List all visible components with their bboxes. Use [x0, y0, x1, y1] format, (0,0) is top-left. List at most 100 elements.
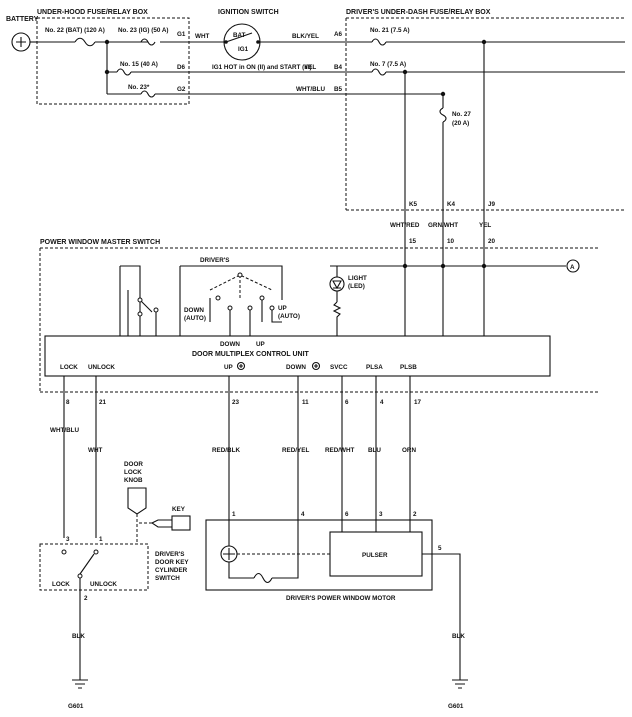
cyl-name-4: SWITCH — [155, 575, 180, 582]
term-up: UP — [224, 364, 233, 371]
term-lock: LOCK — [60, 364, 78, 371]
cylinder-switch-outline — [39, 543, 149, 591]
pin-21: 21 — [99, 399, 107, 406]
ign-ig1-label: IG1 — [238, 46, 249, 53]
fuse-21-icon — [371, 38, 387, 46]
motor-pin-5: 5 — [438, 545, 442, 552]
light-label: LIGHT — [348, 275, 367, 282]
underhood-box-outline — [36, 17, 190, 105]
fuse-7-icon — [371, 68, 387, 76]
ignition-switch-symbol — [223, 23, 261, 61]
cyl-lock-label: LOCK — [52, 581, 70, 588]
dmcu-up-label: UP — [256, 341, 265, 348]
motor-pin-3: 3 — [379, 511, 383, 518]
pin-j9: J9 — [488, 201, 496, 208]
master-switch-label: POWER WINDOW MASTER SWITCH — [40, 239, 160, 246]
pin-k4: K4 — [447, 201, 456, 208]
ground-icon — [72, 679, 88, 689]
wire-blk-yel-label: BLK/YEL — [292, 33, 319, 40]
pin-15: 15 — [409, 238, 417, 245]
ground-icon-2 — [452, 679, 468, 689]
battery-label: BATTERY — [6, 16, 39, 23]
pin-4: 4 — [380, 399, 384, 406]
circuit-breaker-icon — [253, 572, 273, 584]
pin-6: 6 — [345, 399, 349, 406]
lower-wiring: 8 21 23 11 6 4 17 WHT/BLU WHT RED/BLK RE… — [50, 376, 422, 538]
wire-blu-label: BLU — [368, 447, 381, 454]
cyl-pin-1: 1 — [99, 536, 103, 543]
dmcu-label: DOOR MULTIPLEX CONTROL UNIT — [192, 351, 310, 358]
motor-pin-4: 4 — [301, 511, 305, 518]
pin-10: 10 — [447, 238, 455, 245]
master-switch-outline — [39, 247, 598, 393]
connector-a-label: A — [570, 264, 575, 271]
light-led-label: (LED) — [348, 283, 365, 290]
up-auto-sub: (AUTO) — [278, 313, 300, 320]
down-auto-sub: (AUTO) — [184, 315, 206, 322]
key-icon — [171, 515, 191, 531]
wire-wht-red-label: WHT/RED — [390, 222, 420, 229]
fuse-22-icon — [74, 37, 96, 47]
underdash-box-outline — [345, 17, 625, 211]
door-lock-knob: DOOR LOCK KNOB KEY — [124, 461, 191, 544]
fuse-7-label: No. 7 (7.5 A) — [370, 61, 406, 68]
knob-label-3: KNOB — [124, 477, 143, 484]
fuse-23-label: No. 23 (IG) (50 A) — [118, 27, 169, 34]
knob-label-1: DOOR — [124, 461, 143, 468]
wire-wht-blu-2-label: WHT/BLU — [50, 427, 79, 434]
fuse-15-label: No. 15 (40 A) — [120, 61, 158, 68]
wire-grn-wht-label: GRN/WHT — [428, 222, 458, 229]
up-auto-label: UP — [278, 305, 287, 312]
term-plsb: PLSB — [400, 364, 417, 371]
pin-20: 20 — [488, 238, 496, 245]
wire-wht-label: WHT — [195, 33, 209, 40]
underhood-box-label: UNDER-HOOD FUSE/RELAY BOX — [37, 9, 148, 16]
term-unlock: UNLOCK — [88, 364, 115, 371]
pin-8: 8 — [66, 399, 70, 406]
pin-g1: G1 — [177, 31, 186, 38]
cyl-name-1: DRIVER'S — [155, 551, 185, 558]
pulser-label: PULSER — [362, 552, 388, 559]
cyl-pin-3: 3 — [66, 536, 70, 543]
ign-bat-label: BAT — [233, 32, 246, 39]
fuse-23-star-icon — [140, 90, 156, 98]
wire-blk-2-label: BLK — [452, 633, 465, 640]
ground-g601-a: G601 — [68, 703, 84, 710]
motor-pin-2: 2 — [413, 511, 417, 518]
wire-wht-blu-label: WHT/BLU — [296, 86, 325, 93]
underhood-fuse-box: UNDER-HOOD FUSE/RELAY BOX No. 22 (BAT) (… — [36, 9, 190, 105]
pin-11: 11 — [302, 399, 309, 406]
term-down: DOWN — [286, 364, 306, 371]
cyl-name-2: DOOR KEY — [155, 559, 189, 566]
master-switch: POWER WINDOW MASTER SWITCH A DRIVER'S DO… — [39, 239, 598, 393]
underdash-fuse-box: DRIVER'S UNDER-DASH FUSE/RELAY BOX A6 B4… — [334, 9, 625, 262]
cyl-name-3: CYLINDER — [155, 567, 188, 574]
wire-wht-2-label: WHT — [88, 447, 102, 454]
pin-a6: A6 — [334, 31, 343, 38]
wire-red-wht-label: RED/WHT — [325, 447, 355, 454]
pin-d6: D6 — [177, 64, 186, 71]
pin-b5: B5 — [334, 86, 343, 93]
term-plsa: PLSA — [366, 364, 383, 371]
fuse-21-label: No. 21 (7.5 A) — [370, 27, 410, 34]
fuse-15-icon — [116, 68, 132, 76]
key-label: KEY — [172, 506, 186, 513]
knob-label-2: LOCK — [124, 469, 142, 476]
underdash-box-label: DRIVER'S UNDER-DASH FUSE/RELAY BOX — [346, 9, 491, 16]
fuse-22-label: No. 22 (BAT) (120 A) — [45, 27, 105, 34]
ignition-switch-label: IGNITION SWITCH — [218, 9, 279, 16]
ignition-switch: IGNITION SWITCH BAT IG1 WHT BLK/YEL IG1 … — [189, 9, 334, 95]
wire-orn-label: ORN — [402, 447, 416, 454]
pin-k5: K5 — [409, 201, 418, 208]
ground-g601-b: G601 — [448, 703, 464, 710]
wire-blk-1-label: BLK — [72, 633, 85, 640]
lock-knob-icon — [127, 487, 147, 515]
pin-g2: G2 — [177, 86, 186, 93]
pin-17: 17 — [414, 399, 422, 406]
dmcu-down-label: DOWN — [220, 341, 240, 348]
fuse-27-label: No. 27 — [452, 111, 471, 118]
motor-label: DRIVER'S POWER WINDOW MOTOR — [286, 595, 396, 602]
down-auto-label: DOWN — [184, 307, 204, 314]
wire-yel-2-label: YEL — [479, 222, 491, 229]
